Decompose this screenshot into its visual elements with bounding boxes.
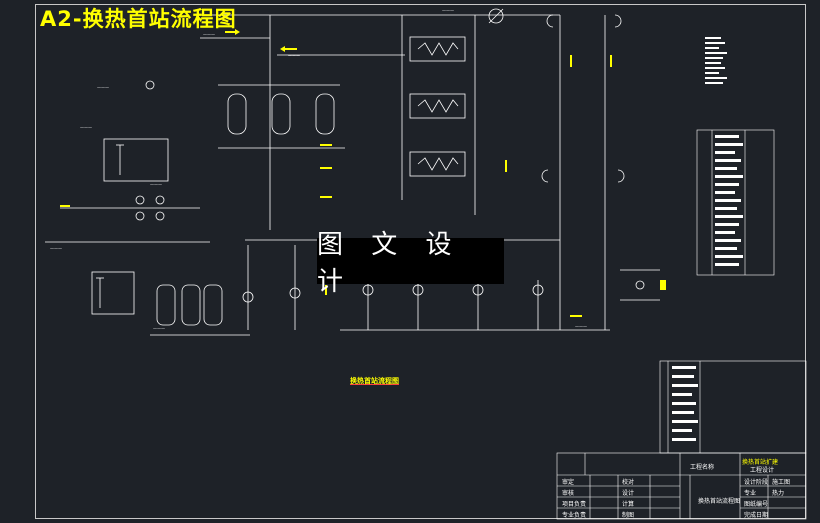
water-tank-2 [181,284,201,326]
pump-left-2 [135,211,145,221]
hx-coil-3 [417,157,459,171]
tb-right-2: 专业 [744,490,757,497]
tb-left-1: 审核 [562,490,575,497]
tb-mid-3: 制图 [622,512,635,519]
tank-2 [271,93,291,135]
heat-exchanger-2 [409,93,466,119]
svg-text:———: ——— [150,182,162,187]
tb-right-4: 图纸编号 [744,501,769,508]
tb-right-0: 设计阶段 [744,479,769,486]
tank-1 [227,93,247,135]
valve-13 [635,280,645,290]
svg-text:———: ——— [288,53,300,58]
svg-text:———: ——— [50,246,62,251]
tb-right-3: 热力 [772,490,785,497]
pump-left-3 [155,195,165,205]
tank-3 [315,93,335,135]
drawing-frame [35,4,806,519]
tb-drawing-name: 换热首站流程图 [698,498,741,505]
svg-text:———: ——— [153,326,165,331]
meter-symbol [488,8,504,24]
water-tank-3 [203,284,223,326]
svg-text:———: ——— [80,125,92,130]
flow-arrow [225,31,235,33]
tb-left-3: 专业负责 [562,512,587,519]
tb-right-1: 施工图 [772,479,791,486]
tb-project-line2: 工程设计 [750,467,775,474]
tb-mid-0: 校对 [622,479,635,486]
dosing-box [91,271,135,315]
pump-left-4 [155,211,165,221]
tb-mid-1: 设计 [622,490,635,497]
title-block-grid [556,452,807,520]
svg-text:———: ——— [97,85,109,90]
svg-text:———: ——— [203,32,215,37]
heat-exchanger-1 [409,36,466,62]
tb-company: 工程名称 [690,464,715,471]
water-tank-1 [156,284,176,326]
svg-text:———: ——— [575,324,587,329]
tb-project-line1: 换热首站扩建 [742,459,779,466]
tb-right-5: 完成日期 [744,512,769,519]
svg-text:———: ——— [442,8,454,13]
tb-mid-2: 计算 [622,501,635,508]
softener-box [103,138,169,182]
watermark: 图 文 设 计 [317,230,504,297]
diagram-caption: 换热首站流程图 [350,377,399,385]
drawing-title: A2-换热首站流程图 [40,7,237,31]
tb-left-2: 项目负责 [562,501,587,508]
heat-exchanger-3 [409,151,466,177]
tb-left-0: 审定 [562,479,575,486]
hx-coil-1 [417,42,459,56]
equipment-table [696,129,775,276]
hx-coil-2 [417,99,459,113]
pump-left-1 [135,195,145,205]
